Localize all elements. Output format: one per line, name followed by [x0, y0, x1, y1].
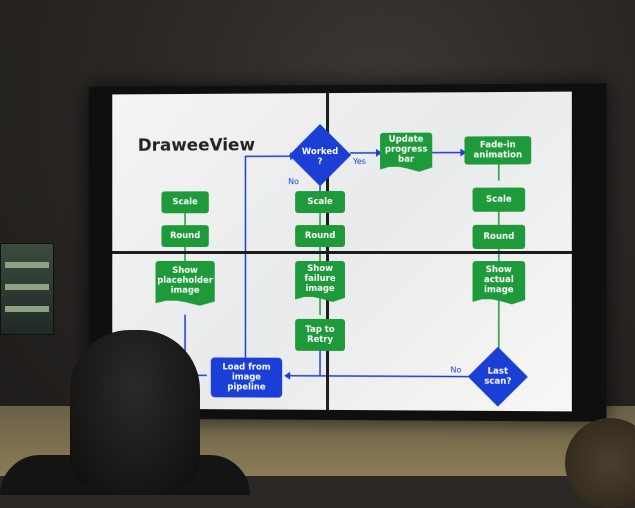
arrow-load-to-worked	[245, 156, 290, 376]
yes-label: Yes	[353, 157, 366, 166]
worked-label: Worked ?	[290, 147, 350, 167]
audience-head	[70, 330, 200, 490]
arrow-lastscan-no	[288, 376, 493, 377]
left-scale-box: Scale	[161, 191, 208, 213]
wall-poster	[0, 243, 54, 335]
middle-scale-box: Scale	[295, 191, 345, 213]
right-round-box: Round	[473, 225, 526, 249]
slide-title: DraweeView	[138, 135, 255, 155]
show-placeholder-box: Show placeholder image	[156, 261, 215, 301]
screen-seam-horizontal	[112, 251, 572, 254]
left-round-box: Round	[161, 225, 208, 247]
tap-to-retry-box: Tap to Retry	[295, 319, 345, 351]
middle-round-box: Round	[295, 225, 345, 247]
no-worked-label: No	[288, 177, 299, 186]
fade-in-box: Fade-in animation	[464, 136, 531, 164]
right-scale-box: Scale	[473, 188, 526, 212]
no-lastscan-label: No	[450, 365, 461, 374]
last-scan-label: Last scan?	[468, 367, 529, 387]
show-failure-box: Show failure image	[295, 261, 345, 297]
show-actual-box: Show actual image	[473, 261, 526, 299]
update-progress-box: Update progress bar	[380, 133, 432, 167]
load-pipeline-box: Load from image pipeline	[211, 357, 282, 397]
